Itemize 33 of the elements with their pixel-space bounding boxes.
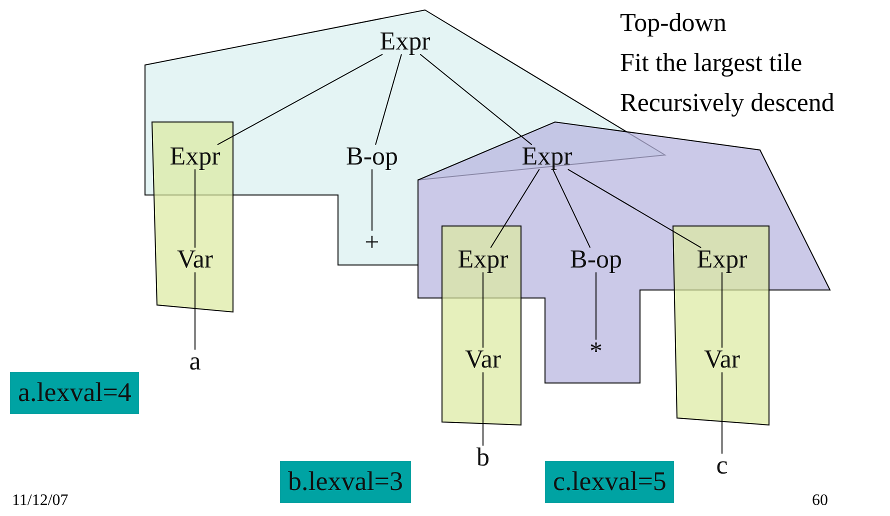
date-text: 11/12/07 <box>12 492 68 510</box>
tree-line <box>216 54 384 146</box>
tree-line <box>194 272 196 350</box>
tree-node-label: c <box>716 452 728 480</box>
tree-line <box>375 54 402 146</box>
tree-line <box>567 168 702 248</box>
tree-node-label: Expr <box>522 142 572 172</box>
note-text: Fit the largest tile <box>620 48 802 78</box>
tree-line <box>482 372 484 446</box>
value-box: b.lexval=3 <box>280 461 411 503</box>
tree-node-label: * <box>590 338 602 366</box>
tree-node-label: B-op <box>346 142 398 172</box>
tree-line <box>552 168 591 248</box>
value-box: c.lexval=5 <box>545 461 674 503</box>
note-text: Recursively descend <box>620 88 834 118</box>
tree-node-label: a <box>189 348 201 376</box>
tree-node-label: Expr <box>458 246 508 274</box>
tree-node-label: b <box>476 444 490 472</box>
tree-node-label: Var <box>464 346 502 374</box>
tree-line <box>490 168 540 248</box>
tree-line <box>194 168 196 248</box>
tree-node-label: Expr <box>170 142 220 172</box>
tree-node-label: Var <box>704 346 740 374</box>
tree-node-label: Expr <box>380 28 430 56</box>
tree-node-label: Var <box>176 246 214 274</box>
tree-node-label: Expr <box>696 246 748 274</box>
tree-line <box>420 54 532 146</box>
tree-node-label: + <box>364 228 380 258</box>
tree-line <box>482 272 484 348</box>
page-number: 60 <box>812 492 828 510</box>
tree-node-label: B-op <box>570 246 622 274</box>
note-text: Top-down <box>620 8 727 38</box>
value-box: a.lexval=4 <box>10 372 140 414</box>
